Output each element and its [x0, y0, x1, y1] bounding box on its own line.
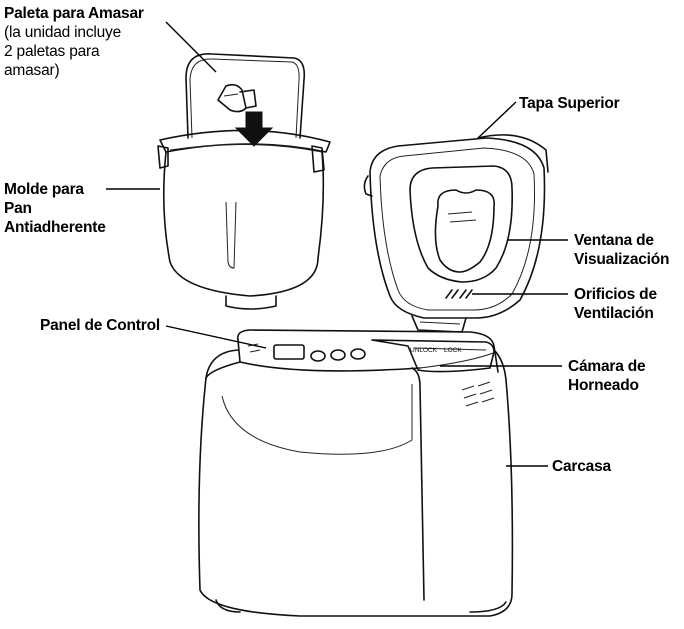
label-kneading-paddle-note-3: amasar) — [4, 61, 144, 80]
leader-lines — [106, 22, 568, 466]
label-vent-holes: Orificios de Ventilación — [574, 285, 657, 323]
label-kneading-paddle-note-2: 2 paletas para — [4, 42, 144, 61]
leader-kneading-paddle — [166, 22, 216, 72]
label-viewing-window-line-1: Ventana de — [574, 231, 669, 250]
label-kneading-paddle-title: Paleta para Amasar — [4, 4, 144, 23]
label-housing-line-1: Carcasa — [552, 457, 611, 476]
top-lid — [364, 135, 548, 332]
label-bread-pan: Molde para Pan Antiadherente — [4, 180, 106, 237]
label-baking-chamber: Cámara de Horneado — [568, 357, 645, 395]
label-viewing-window: Ventana de Visualización — [574, 231, 669, 269]
kneading-paddle-icon — [218, 85, 256, 112]
label-top-lid-line-1: Tapa Superior — [519, 94, 619, 113]
housing — [199, 330, 513, 616]
label-top-lid: Tapa Superior — [519, 94, 619, 113]
baking-chamber: UNLOCK LOCK — [372, 340, 494, 372]
label-kneading-paddle: Paleta para Amasar (la unidad incluye 2 … — [4, 4, 144, 80]
vent-holes — [446, 290, 472, 298]
label-bread-pan-line-1: Molde para — [4, 180, 106, 199]
unlock-marking: UNLOCK — [410, 347, 438, 354]
label-bread-pan-line-3: Antiadherente — [4, 218, 106, 237]
label-bread-pan-line-2: Pan — [4, 199, 106, 218]
label-vent-holes-line-2: Ventilación — [574, 304, 657, 323]
label-control-panel-line-1: Panel de Control — [40, 316, 160, 335]
label-housing: Carcasa — [552, 457, 611, 476]
label-kneading-paddle-note-1: (la unidad incluye — [4, 23, 144, 42]
label-vent-holes-line-1: Orificios de — [574, 285, 657, 304]
leader-top-lid — [478, 102, 516, 138]
down-arrow-icon — [236, 112, 272, 146]
lock-marking: LOCK — [444, 347, 462, 354]
viewing-window — [410, 166, 512, 282]
label-baking-chamber-line-1: Cámara de — [568, 357, 645, 376]
control-panel — [248, 344, 365, 361]
label-viewing-window-line-2: Visualización — [574, 250, 669, 269]
label-baking-chamber-line-2: Horneado — [568, 376, 645, 395]
label-control-panel: Panel de Control — [40, 316, 160, 335]
